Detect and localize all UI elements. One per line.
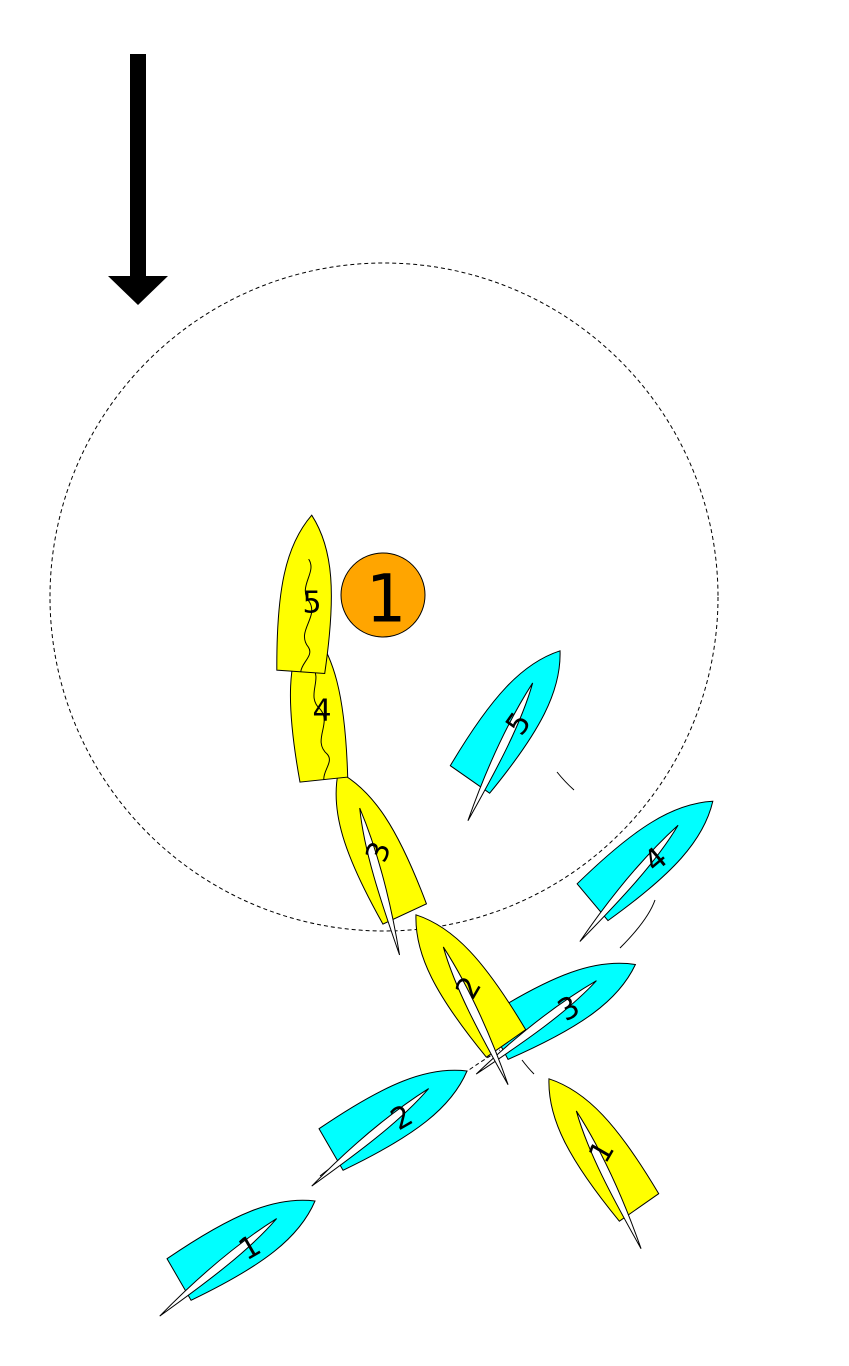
boat-hull xyxy=(449,650,561,794)
cyan-boat-2 xyxy=(311,1069,468,1187)
cyan-track xyxy=(556,771,575,791)
boat-sail xyxy=(475,980,597,1075)
boat-label: 5 xyxy=(302,586,321,621)
zone-circle xyxy=(49,262,719,932)
orange-circle-mark-icon xyxy=(340,552,426,638)
boat-sail xyxy=(442,946,509,1085)
boat-sail xyxy=(359,807,401,956)
yellow-boat-3 xyxy=(335,770,428,956)
boat-sail xyxy=(311,666,330,780)
boat-label: 4 xyxy=(312,694,331,729)
boat-hull xyxy=(276,514,332,675)
boat-sail xyxy=(311,1088,430,1187)
boat-sail xyxy=(575,1110,642,1249)
mark-label: 1 xyxy=(365,561,405,638)
boat-sail xyxy=(467,682,534,821)
boat-sail xyxy=(300,558,313,672)
boat-hull xyxy=(335,770,428,925)
boat-hull xyxy=(548,1078,660,1222)
yellow-track xyxy=(521,1059,535,1075)
boat-sail xyxy=(159,1218,278,1317)
cyan-track xyxy=(619,899,656,949)
cyan-boat-4 xyxy=(576,800,714,942)
wind-arrow-icon xyxy=(108,54,168,305)
yellow-boat-5 xyxy=(276,514,332,675)
yellow-boat-2 xyxy=(415,914,527,1085)
cyan-boat-5 xyxy=(449,650,561,821)
rounding-mark: 1 xyxy=(340,552,426,638)
boat-sail xyxy=(579,824,679,942)
boat-hull xyxy=(415,914,527,1058)
yellow-boat-1 xyxy=(548,1078,660,1249)
cyan-boat-1 xyxy=(159,1199,316,1317)
